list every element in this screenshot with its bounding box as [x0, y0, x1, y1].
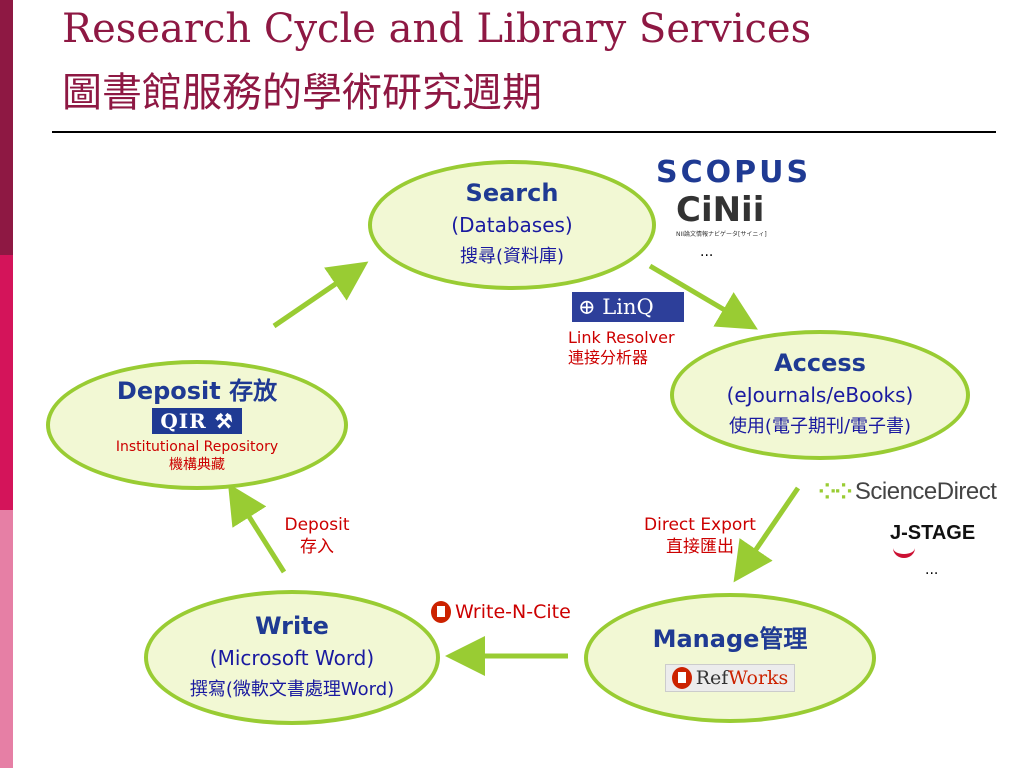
node-access-line2: 使用(電子期刊/電子書) [728, 416, 912, 437]
node-search-line2: 搜尋(資料庫) [459, 246, 565, 267]
link-resolver-zh: 連接分析器 [568, 348, 649, 367]
link-resolver-label: Link Resolver 連接分析器 [568, 328, 675, 368]
deposit-arrow-label: Deposit 存入 [262, 514, 372, 558]
cinii-logo: CiNii [676, 190, 765, 230]
direct-export-en: Direct Export [644, 515, 756, 535]
node-write-line1: (Microsoft Word) [209, 645, 375, 670]
arrow-deposit-to-search [272, 261, 369, 329]
jstage-swoosh-icon [893, 538, 915, 558]
node-manage-title: Manage管理 [652, 625, 808, 653]
sidebar-band-light [0, 510, 13, 768]
sidebar-band-mid [0, 255, 13, 510]
document-icon [431, 601, 451, 623]
qir-logo: QIR ⚒ [152, 408, 242, 434]
sidebar-band-dark [0, 0, 13, 255]
node-search: Search (Databases) 搜尋(資料庫) [368, 160, 656, 290]
more-databases-ellipsis: ... [700, 244, 714, 260]
node-access-line1: (eJournals/eBooks) [726, 383, 914, 407]
deposit-arrow-en: Deposit [284, 515, 350, 535]
node-write-title: Write [255, 611, 329, 640]
linq-logo-text: LinQ [602, 295, 654, 319]
qir-figure-icon: ⚒ [206, 409, 234, 433]
node-deposit-sub-zh: 機構典藏 [169, 457, 225, 473]
slide-title-chinese: 圖書館服務的學術研究週期 [62, 70, 542, 116]
node-search-title: Search [465, 179, 559, 207]
qir-logo-text: QIR [160, 409, 207, 433]
refworks-works-text: Works [728, 667, 789, 689]
write-n-cite-label: Write-N-Cite [431, 601, 571, 623]
node-write: Write (Microsoft Word) 撰寫(微軟文書處理Word) [144, 590, 440, 725]
scopus-logo: SCOPUS [656, 155, 812, 190]
sciencedirect-logo-text: ScienceDirect [854, 478, 997, 505]
direct-export-zh: 直接匯出 [666, 537, 734, 557]
link-resolver-en: Link Resolver [568, 328, 675, 347]
node-deposit-title: Deposit 存放 [116, 377, 278, 405]
node-access: Access (eJournals/eBooks) 使用(電子期刊/電子書) [670, 330, 970, 460]
node-deposit: Deposit 存放 QIR ⚒ Institutional Repositor… [46, 360, 348, 490]
write-n-cite-text: Write-N-Cite [455, 601, 571, 623]
title-divider [52, 131, 996, 133]
linq-globe-icon: ⊕ [578, 295, 603, 319]
node-deposit-sub-en: Institutional Repository [115, 439, 279, 455]
node-access-title: Access [774, 349, 866, 377]
linq-logo: ⊕ LinQ [572, 292, 684, 322]
node-write-line2: 撰寫(微軟文書處理Word) [189, 678, 395, 700]
sidebar-stripe [0, 0, 13, 768]
more-ejournals-ellipsis: ... [925, 562, 939, 578]
deposit-arrow-zh: 存入 [300, 537, 334, 557]
sciencedirect-dots-icon: ⁘⁘ [818, 479, 853, 505]
refworks-ref-text: Ref [695, 667, 729, 689]
slide-title-english: Research Cycle and Library Services [62, 6, 812, 52]
document-icon [671, 667, 692, 689]
direct-export-label: Direct Export 直接匯出 [610, 514, 790, 558]
node-search-line1: (Databases) [451, 213, 573, 237]
sciencedirect-logo: ⁘⁘ ScienceDirect [818, 478, 997, 506]
cinii-subtitle: NII論文情報ナビゲータ[サイニィ] [676, 231, 767, 238]
